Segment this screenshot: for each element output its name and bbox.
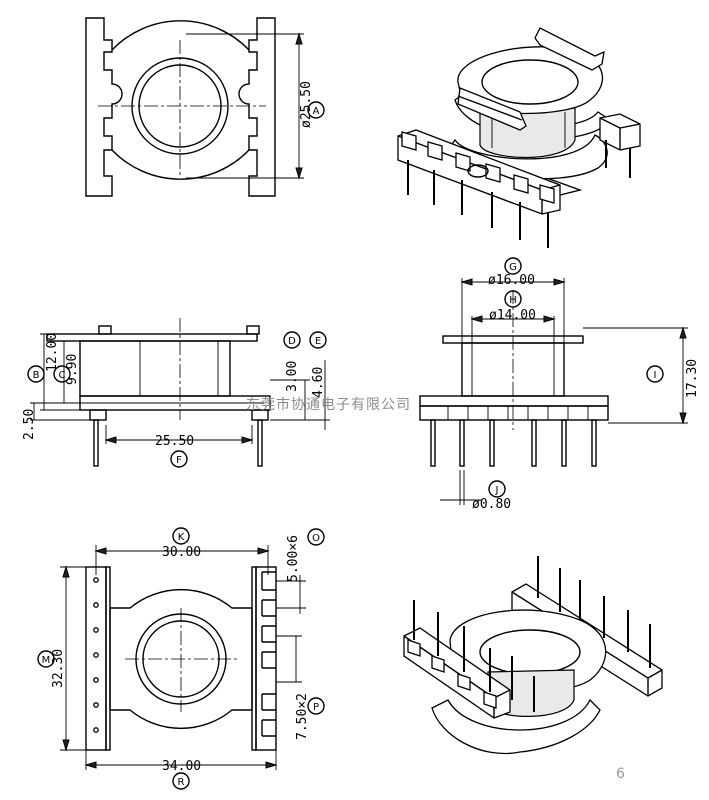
dim-o-text: 5.00×6 [286,535,301,582]
page-number: 6 [616,766,625,782]
dim-h-text: ø14.00 [489,308,536,323]
dim-f-text: 25.50 [155,434,194,449]
label-r: R [178,777,185,788]
dim-d-text: 3.00 [285,361,300,392]
dim-g-text: ø16.00 [488,273,535,288]
label-a: A [313,106,320,117]
label-m: M [42,655,51,666]
dim-i-text: 17.30 [685,359,700,398]
label-c: C [59,370,66,381]
label-f: F [176,455,182,466]
dim-p-text: 7.50×2 [295,693,310,740]
front-view: ø16.00 G ø14.00 H 17.30 I ø0.80 J [419,257,700,512]
dim-b-text: 12.00 [45,333,60,372]
label-b: B [33,370,40,381]
side-view: 12.00 9.90 B C 2.50 3.00 4.60 D E 25.50 … [22,318,330,468]
dim-a-text: ø25.50 [299,81,314,128]
label-k: K [178,532,185,543]
dim-k-text: 30.00 [162,545,201,560]
iso-view-bottom [403,556,663,755]
iso-view-top [397,27,641,248]
dim-r-text: 34.00 [162,759,201,774]
label-a-circle [307,101,325,119]
dim-e-text: 4.60 [311,367,326,398]
dim-bottom-left-text: 2.50 [22,409,37,440]
label-g: G [509,262,517,273]
dim-j-text: ø0.80 [472,497,511,512]
label-d: D [288,336,296,347]
label-p: P [313,702,319,713]
bottom-view: 30.00 K 5.00×6 O 7.50×2 P 32.30 M 34.00 [37,527,325,790]
label-j: J [495,485,499,496]
watermark: 东莞市协通电子有限公司 [246,396,411,413]
label-h: H [509,295,517,306]
label-e: E [315,336,321,347]
dim-m-text: 32.30 [51,649,66,688]
label-o: O [312,533,320,544]
label-i: I [654,370,657,381]
top-view: ø25.50 A [85,17,325,197]
